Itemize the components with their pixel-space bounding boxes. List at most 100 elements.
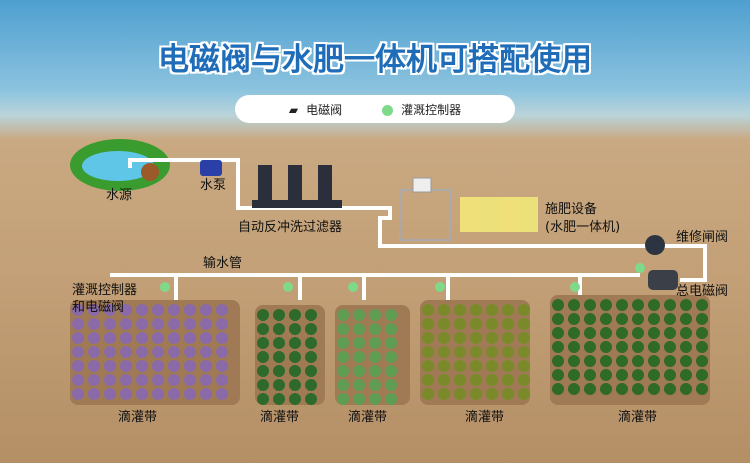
crop-plant [337, 393, 349, 405]
crop-plant [337, 379, 349, 391]
crop-plant [120, 318, 132, 330]
crop-plant [502, 374, 514, 386]
crop-plant [552, 355, 564, 367]
crop-plant [600, 341, 612, 353]
field-label: 滴灌带 [465, 410, 505, 425]
crop-plant [257, 365, 269, 377]
crop-plant [632, 369, 644, 381]
label-controller-valve: 和电磁阀 [72, 300, 125, 315]
crop-plant [664, 313, 676, 325]
field-label: 滴灌带 [118, 410, 158, 425]
crop-plant [632, 383, 644, 395]
controller-dot [635, 263, 645, 273]
crop-plant [273, 351, 285, 363]
crop-plant [184, 346, 196, 358]
crop-plant [502, 346, 514, 358]
crop-plant [680, 299, 692, 311]
crop-plant [664, 355, 676, 367]
crop-plant [648, 327, 660, 339]
crop-plant [216, 360, 228, 372]
crop-plant [353, 393, 365, 405]
crop-plant [680, 313, 692, 325]
crop-plant [470, 318, 482, 330]
crop-plant [470, 346, 482, 358]
crop-plant [385, 393, 397, 405]
crop-plant [273, 323, 285, 335]
crop-plant [289, 365, 301, 377]
crop-plant [257, 337, 269, 349]
valve-icon: ▰ [288, 102, 299, 117]
crop-plant [72, 346, 84, 358]
crop-plant [385, 365, 397, 377]
crop-plant [438, 304, 450, 316]
crop-plant [136, 318, 148, 330]
crop-plant [648, 313, 660, 325]
crop-plant [648, 369, 660, 381]
crop-plant [273, 337, 285, 349]
crop-plant [152, 332, 164, 344]
label-fertigation-sub: (水肥一体机) [545, 220, 621, 235]
label-filter: 自动反冲洗过滤器 [238, 220, 343, 235]
crop-plant [648, 355, 660, 367]
crop-plant [616, 313, 628, 325]
crop-plant [216, 318, 228, 330]
crop-plant [680, 327, 692, 339]
crop-plant [152, 318, 164, 330]
crop-plant [486, 388, 498, 400]
crop-plant [438, 360, 450, 372]
crop-plant [337, 337, 349, 349]
crop-plant [168, 304, 180, 316]
label-main-valve: 总电磁阀 [676, 284, 729, 299]
controller-dot [570, 282, 580, 292]
crop-plant [470, 374, 482, 386]
pump-icon [200, 160, 222, 176]
crop-plant [289, 351, 301, 363]
crop-plant [305, 337, 317, 349]
crop-plant [184, 374, 196, 386]
crop-plant [385, 337, 397, 349]
label-pipe: 输水管 [203, 256, 243, 271]
crop-plant [337, 365, 349, 377]
crop-plant [696, 341, 708, 353]
crop-plant [168, 374, 180, 386]
crop-plant [454, 332, 466, 344]
controller-dot [283, 282, 293, 292]
crop-plant [168, 388, 180, 400]
crop-plant [289, 393, 301, 405]
crop-plant [104, 304, 116, 316]
crop-plant [600, 383, 612, 395]
crop-plant [470, 360, 482, 372]
controller-icon [382, 104, 394, 116]
crop-plant [200, 360, 212, 372]
crop-plant [632, 327, 644, 339]
crop-plant [104, 332, 116, 344]
crop-plant [104, 388, 116, 400]
crop-plant [88, 388, 100, 400]
crop-plant [257, 379, 269, 391]
crop-plant [120, 388, 132, 400]
crop-plant [696, 327, 708, 339]
crop-plant [168, 360, 180, 372]
crop-plant [616, 383, 628, 395]
crop-plant [680, 383, 692, 395]
crop-plant [216, 388, 228, 400]
crop-plant [136, 374, 148, 386]
crop-plant [568, 341, 580, 353]
crop-plant [680, 369, 692, 381]
crop-plant [518, 332, 530, 344]
crop-plant [353, 379, 365, 391]
crop-plant [305, 379, 317, 391]
crop-plant [152, 388, 164, 400]
crop-plant [552, 341, 564, 353]
crop-plant [486, 360, 498, 372]
crop-plant [273, 365, 285, 377]
crop-plant [200, 374, 212, 386]
crop-plant [568, 313, 580, 325]
crop-plant [216, 332, 228, 344]
crop-plant [152, 374, 164, 386]
crop-plant [257, 393, 269, 405]
legend: ▰电磁阀 灌溉控制器 [235, 95, 515, 123]
crop-plant [600, 355, 612, 367]
